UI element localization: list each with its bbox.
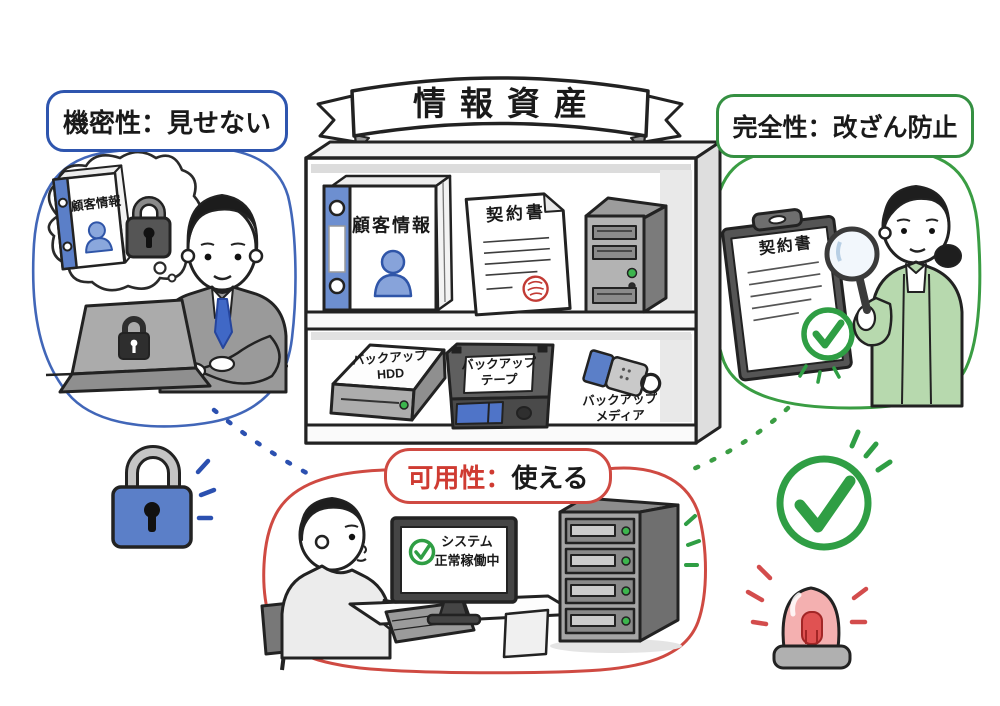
customer-info-binder (322, 174, 454, 312)
power-led (626, 267, 638, 279)
monitor-check-icon (408, 538, 436, 566)
backup-media-label-line2: メディア (595, 408, 646, 424)
active-marks (684, 514, 701, 567)
status-monitor (390, 516, 518, 626)
confidentiality-label-text: 機密性：見せない (62, 107, 271, 138)
alarm-light-icon (745, 564, 869, 670)
clipboard-check-badge (798, 307, 855, 384)
availability-scene-border (262, 466, 707, 675)
connector-green-dashed (683, 405, 791, 475)
alarm-rays (745, 564, 869, 627)
monitor-status-line2: 正常稼働中 (434, 553, 500, 568)
integrity-check-icon (776, 429, 893, 551)
thought-binder (52, 164, 134, 271)
integrity-label-text: 完全性：改ざん防止 (732, 114, 958, 142)
magnifier-icon (824, 226, 880, 314)
integrity-label: 完全性：改ざん防止 (716, 94, 974, 158)
keyring-icon (640, 372, 662, 394)
laptop-lock-icon (118, 316, 150, 360)
server-rack (550, 496, 701, 653)
backup-hdd (329, 343, 447, 422)
person-icon (373, 249, 413, 298)
red-seal-stamp (522, 275, 549, 302)
monitor-status-text: システム 正常稼働中 (434, 532, 499, 570)
availability-label-value: 使える (511, 462, 589, 493)
backup-tape-label-line2: テープ (480, 372, 518, 388)
backup-usb-media (582, 349, 662, 397)
document-title: 契約書 (485, 202, 547, 226)
banner-title: 情報資産 (413, 85, 601, 123)
confidentiality-padlock-icon (111, 445, 217, 549)
thought-padlock-icon (125, 196, 172, 259)
backup-tape-label: バックアップ テープ (461, 355, 537, 390)
backup-hdd-label: バックアップ HDD (351, 347, 428, 384)
backup-tape (445, 342, 555, 430)
server-tower (584, 196, 668, 314)
laptop (58, 298, 212, 394)
connector-blue-dashed (211, 407, 321, 482)
person-icon (85, 221, 114, 254)
confidentiality-label: 機密性：見せない (46, 90, 288, 152)
integrity-woman (852, 185, 964, 408)
backup-media-label: バックアップ メディア (582, 391, 658, 426)
backup-tape-label-line1: バックアップ (460, 355, 537, 373)
binder-title: 顧客情報 (352, 215, 432, 236)
hdd-led (399, 400, 409, 410)
monitor-status-line1: システム (441, 534, 493, 549)
availability-label-term: 可用性： (407, 462, 512, 493)
contract-document (464, 192, 572, 317)
availability-label: 可用性： 使える (384, 448, 612, 504)
backup-media-label-line1: バックアップ (581, 391, 658, 409)
emphasis-marks (195, 458, 217, 521)
